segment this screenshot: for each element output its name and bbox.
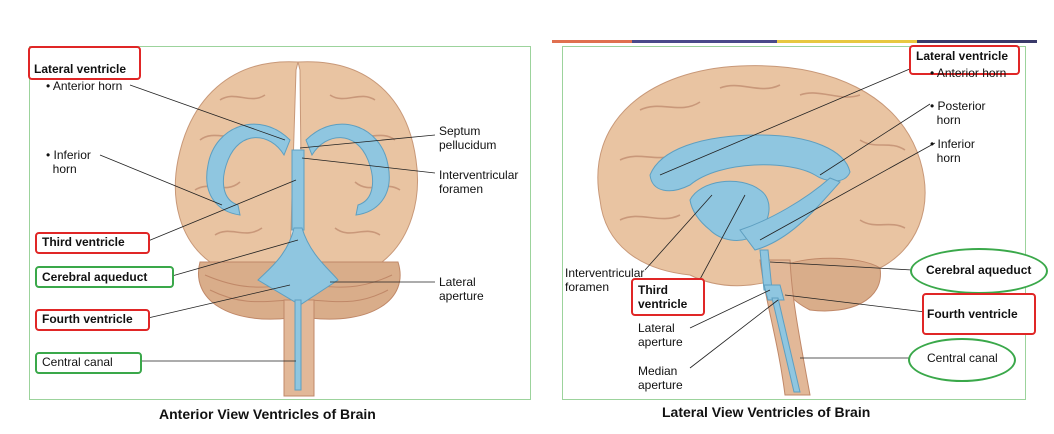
right-label-posterior-horn: • Posterior horn [930, 99, 986, 127]
label-lateral-ventricle: Lateral ventricle [34, 62, 127, 76]
label-box-lateral-ventricle [28, 46, 141, 80]
right-label-third-ventricle: Third ventricle [638, 283, 688, 311]
label-box-cerebral-aqueduct [35, 266, 174, 288]
right-label-box-lateral-ventricle [909, 45, 1020, 75]
label-cerebral-aqueduct: Cerebral aqueduct [42, 270, 148, 284]
right-label-central-canal: Central canal [927, 351, 998, 365]
right-label-median-aperture: Median aperture [638, 364, 683, 392]
label-fourth-ventricle: Fourth ventricle [42, 312, 133, 326]
label-box-fourth-ventricle [35, 309, 150, 331]
lateral-view-caption: Lateral View Ventricles of Brain [662, 404, 871, 420]
right-label-lateral-aperture: Lateral aperture [638, 321, 683, 349]
right-label-cerebral-aqueduct: Cerebral aqueduct [926, 263, 1032, 277]
anterior-view-caption: Anterior View Ventricles of Brain [159, 406, 376, 422]
right-label-lateral-ventricle: Lateral ventricle [916, 49, 1009, 63]
label-septum-pellucidum: Septum pellucidum [439, 124, 497, 152]
header-stripe-1 [552, 40, 632, 43]
right-label-inferior-horn: • Inferior horn [930, 137, 975, 165]
right-label-oval-cerebral-aqueduct [910, 248, 1048, 294]
label-third-ventricle: Third ventricle [42, 235, 125, 249]
right-label-fourth-ventricle: Fourth ventricle [927, 307, 1018, 321]
right-label-box-third-ventricle [631, 278, 705, 316]
label-inferior-horn: • Inferior horn [46, 148, 91, 176]
label-interventricular-foramen: Interventricular foramen [439, 168, 519, 196]
right-label-box-fourth-ventricle [922, 293, 1036, 335]
label-box-central-canal [35, 352, 142, 374]
header-stripe-4 [917, 40, 1037, 43]
right-label-oval-central-canal [908, 338, 1016, 382]
label-box-third-ventricle [35, 232, 150, 254]
label-central-canal: Central canal [42, 355, 113, 369]
label-anterior-horn: • Anterior horn [46, 79, 123, 93]
header-stripe-3 [777, 40, 917, 43]
right-label-anterior-horn: • Anterior horn [930, 66, 1007, 80]
right-label-interventricular-foramen: Interventricular foramen [565, 266, 645, 294]
header-stripe-2 [632, 40, 777, 43]
label-lateral-aperture: Lateral aperture [439, 275, 484, 303]
